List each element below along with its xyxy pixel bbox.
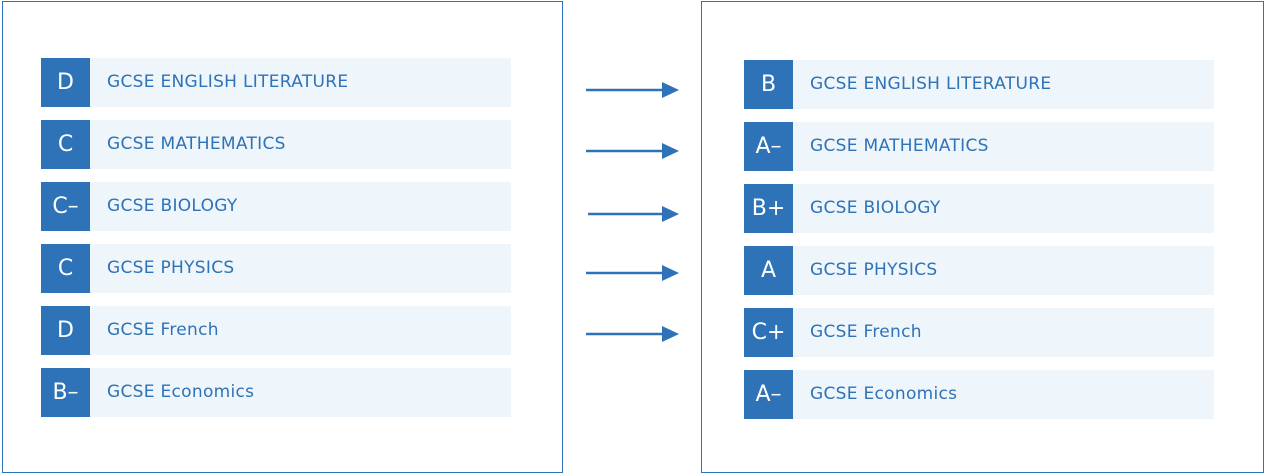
grade-badge: C+ [744,308,793,357]
after-row-economics: A– GCSE Economics [744,370,1214,419]
after-row-biology: B+ GCSE BIOLOGY [744,184,1214,233]
subject-label: GCSE ENGLISH LITERATURE [810,74,1052,94]
subject-label: GCSE Economics [107,382,255,402]
subject-label: GCSE BIOLOGY [107,196,238,216]
grade-badge: D [41,306,90,355]
right-arrow-icon [662,143,679,159]
grade-badge: D [41,58,90,107]
after-row-english-literature: B GCSE ENGLISH LITERATURE [744,60,1214,109]
subject-label: GCSE PHYSICS [107,258,235,278]
arrow-4 [586,265,679,281]
grade-badge: A [744,246,793,295]
subject-label: GCSE MATHEMATICS [810,136,989,156]
before-row-physics: C GCSE PHYSICS [41,244,511,293]
before-row-english-literature: D GCSE ENGLISH LITERATURE [41,58,511,107]
right-arrow-icon [662,265,679,281]
right-arrow-icon [662,82,679,98]
grade-badge: C [41,120,90,169]
grade-badge: A– [744,122,793,171]
before-row-french: D GCSE French [41,306,511,355]
subject-label: GCSE French [810,322,922,342]
subject-label: GCSE PHYSICS [810,260,938,280]
before-row-biology: C– GCSE BIOLOGY [41,182,511,231]
arrow-3 [588,206,679,222]
grade-badge: B [744,60,793,109]
right-arrow-icon [662,326,679,342]
grade-badge: B– [41,368,90,417]
grade-badge: B+ [744,184,793,233]
arrow-2 [586,143,679,159]
right-arrow-icon [662,206,679,222]
grade-badge: A– [744,370,793,419]
subject-label: GCSE MATHEMATICS [107,134,286,154]
arrow-5 [586,326,679,342]
before-row-economics: B– GCSE Economics [41,368,511,417]
after-row-physics: A GCSE PHYSICS [744,246,1214,295]
grade-badge: C [41,244,90,293]
before-grades-panel: D GCSE ENGLISH LITERATURE C GCSE MATHEMA… [2,1,563,473]
subject-label: GCSE Economics [810,384,958,404]
after-row-french: C+ GCSE French [744,308,1214,357]
before-row-mathematics: C GCSE MATHEMATICS [41,120,511,169]
progress-arrows [586,82,679,342]
after-grades-panel: B GCSE ENGLISH LITERATURE A– GCSE MATHEM… [701,1,1264,473]
subject-label: GCSE BIOLOGY [810,198,941,218]
subject-label: GCSE French [107,320,219,340]
arrow-1 [586,82,679,98]
subject-label: GCSE ENGLISH LITERATURE [107,72,349,92]
grade-badge: C– [41,182,90,231]
after-row-mathematics: A– GCSE MATHEMATICS [744,122,1214,171]
